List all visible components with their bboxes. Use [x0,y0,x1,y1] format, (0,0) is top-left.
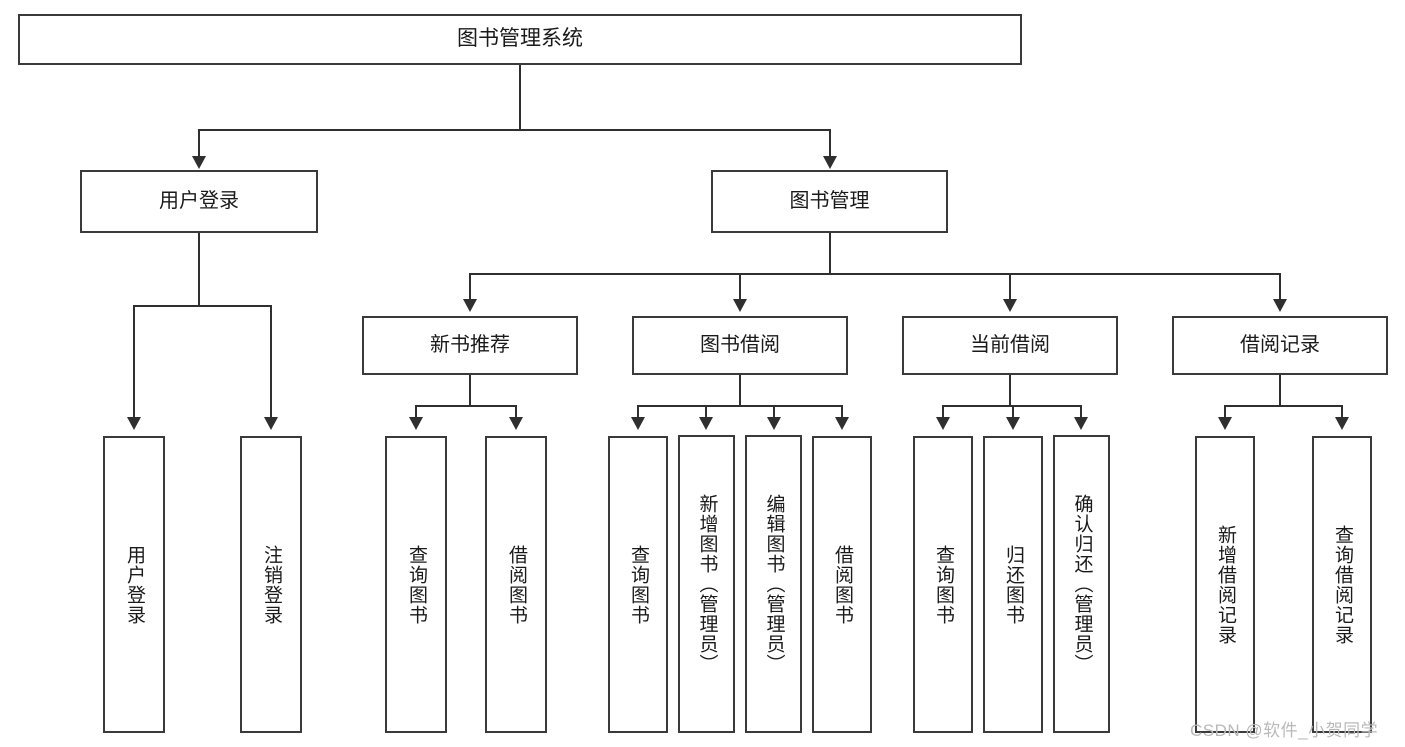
connector-borrow-record-stem [1279,375,1281,405]
connector-to-book-manage [829,129,831,157]
connector-new-book-bus [415,405,516,407]
node-user-login-label: 用户登录 [159,189,239,212]
node-leaf-return-book[interactable]: 归还图书 [983,436,1043,733]
node-leaf-borrow-book-new-label: 借阅图书 [505,544,527,625]
node-root[interactable]: 图书管理系统 [18,14,1022,65]
connector-borrow-record-drop-1 [1224,405,1226,418]
connector-current-borrow-drop-2 [1012,405,1014,418]
connector-book-borrow-drop-2 [705,405,707,418]
node-leaf-add-book-admin[interactable]: 新增图书（管理员） [678,435,735,733]
arrowhead-current-borrow [1003,299,1017,312]
connector-user-login-drop-1 [133,305,135,418]
node-leaf-query-book-borrow[interactable]: 查询图书 [608,436,668,733]
connector-borrow-record-bus [1224,405,1342,407]
connector-current-borrow-stem [1009,375,1011,405]
arrowhead-leaf-borrow-book [835,417,849,430]
connector-book-borrow-drop-3 [773,405,775,418]
node-user-login[interactable]: 用户登录 [80,170,318,233]
connector-user-login-bus [133,305,271,307]
node-leaf-query-borrow-record[interactable]: 查询借阅记录 [1312,436,1372,733]
node-leaf-query-book-new-label: 查询图书 [405,544,427,625]
connector-new-book-drop-2 [515,405,517,418]
node-book-manage-label: 图书管理 [789,189,870,212]
connector-borrow-record-drop-2 [1341,405,1343,418]
node-current-borrow-label: 当前借阅 [970,333,1050,356]
arrowhead-borrow-record [1273,299,1287,312]
connector-level1-bus [198,129,830,131]
node-borrow-record-label: 借阅记录 [1240,333,1320,356]
connector-new-book-drop-1 [415,405,417,418]
node-leaf-confirm-return[interactable]: 确认归还（管理员） [1053,435,1110,733]
node-leaf-borrow-book-new[interactable]: 借阅图书 [485,436,547,733]
connector-user-login-drop-2 [270,305,272,418]
node-leaf-user-login[interactable]: 用户登录 [103,436,165,733]
node-leaf-return-book-label: 归还图书 [1002,544,1024,625]
node-leaf-add-borrow-record-label: 新增借阅记录 [1214,524,1236,645]
arrowhead-new-book-recommend [463,299,477,312]
connector-book-borrow-drop-1 [637,405,639,418]
node-root-label: 图书管理系统 [457,27,583,51]
arrowhead-leaf-user-login [127,417,141,430]
node-leaf-query-book-borrow-label: 查询图书 [627,544,649,625]
node-leaf-query-book-current[interactable]: 查询图书 [913,436,973,733]
node-new-book-recommend-label: 新书推荐 [430,333,510,356]
connector-to-user-login [198,129,200,157]
connector-drop-new-book [469,273,471,300]
connector-level2-bus [469,273,1281,275]
connector-book-borrow-drop-4 [841,405,843,418]
node-leaf-edit-book-admin[interactable]: 编辑图书（管理员） [745,435,802,733]
node-book-borrow[interactable]: 图书借阅 [632,316,848,375]
node-new-book-recommend[interactable]: 新书推荐 [362,316,578,375]
arrowhead-book-borrow [733,299,747,312]
node-leaf-query-book-new[interactable]: 查询图书 [385,436,447,733]
connector-root-stem [519,65,521,129]
node-current-borrow[interactable]: 当前借阅 [902,316,1118,375]
arrowhead-leaf-add-book-admin [699,417,713,430]
arrowhead-leaf-add-borrow-record [1218,417,1232,430]
node-leaf-add-book-admin-label: 新增图书（管理员） [696,494,718,674]
connector-book-borrow-stem [739,375,741,405]
node-leaf-logout[interactable]: 注销登录 [240,436,302,733]
node-leaf-query-borrow-record-label: 查询借阅记录 [1331,524,1353,645]
arrowhead-leaf-query-book-borrow [631,417,645,430]
node-book-manage[interactable]: 图书管理 [711,170,948,233]
arrowhead-leaf-query-book-new [409,417,423,430]
node-leaf-add-borrow-record[interactable]: 新增借阅记录 [1195,436,1255,733]
connector-current-borrow-drop-3 [1080,405,1082,418]
arrowhead-leaf-confirm-return [1074,417,1088,430]
connector-current-borrow-drop-1 [942,405,944,418]
arrowhead-book-manage [823,156,837,169]
connector-new-book-stem [469,375,471,405]
connector-drop-borrow-record [1279,273,1281,300]
connector-drop-current-borrow [1009,273,1011,300]
arrowhead-leaf-query-book-current [936,417,950,430]
node-book-borrow-label: 图书借阅 [700,333,780,356]
node-leaf-edit-book-admin-label: 编辑图书（管理员） [763,494,785,674]
arrowhead-leaf-edit-book-admin [767,417,781,430]
connector-book-manage-stem [829,233,831,273]
node-leaf-borrow-book[interactable]: 借阅图书 [812,436,872,733]
node-leaf-user-login-label: 用户登录 [123,544,145,625]
arrowhead-leaf-borrow-book-new [509,417,523,430]
arrowhead-leaf-query-borrow-record [1335,417,1349,430]
arrowhead-leaf-logout [264,417,278,430]
connector-user-login-stem [198,233,200,305]
arrowhead-user-login [192,156,206,169]
arrowhead-leaf-return-book [1006,417,1020,430]
node-leaf-query-book-current-label: 查询图书 [932,544,954,625]
node-leaf-borrow-book-label: 借阅图书 [831,544,853,625]
connector-book-borrow-bus [637,405,843,407]
connector-drop-book-borrow [739,273,741,300]
node-leaf-logout-label: 注销登录 [260,544,282,625]
node-borrow-record[interactable]: 借阅记录 [1172,316,1388,375]
connector-current-borrow-bus [942,405,1081,407]
node-leaf-confirm-return-label: 确认归还（管理员） [1071,494,1093,674]
